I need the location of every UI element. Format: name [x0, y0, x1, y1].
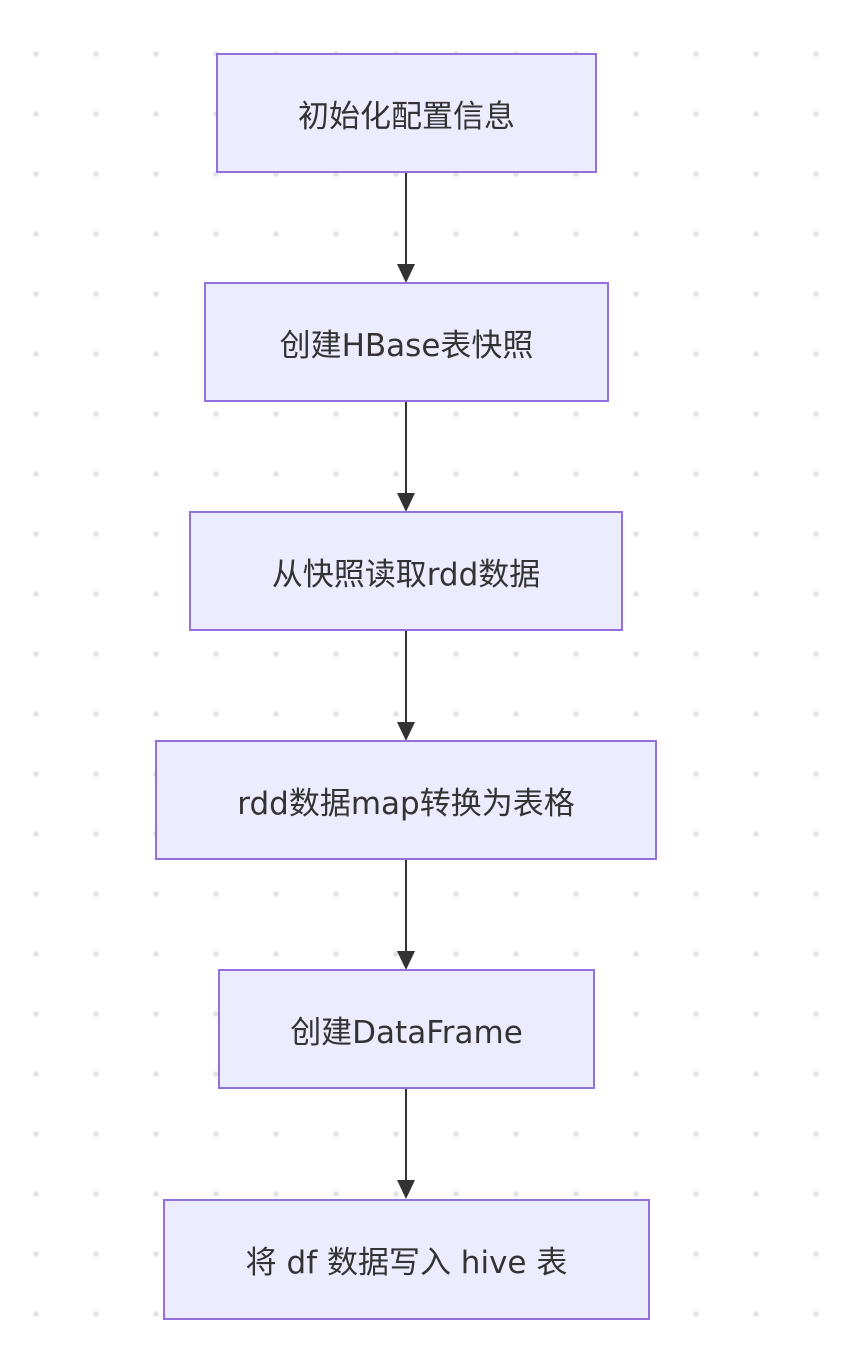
arrow-read-rdd-to-map — [397, 631, 415, 741]
step-read-rdd-from-snapshot-label: 从快照读取rdd数据 — [271, 556, 541, 593]
arrow-init-to-snapshot — [397, 173, 415, 283]
step-write-to-hive-label: 将 df 数据写入 hive 表 — [245, 1245, 568, 1281]
step-create-hbase-snapshot-label: 创建HBase表快照 — [279, 327, 534, 364]
step-create-dataframe: 创建DataFrame — [218, 969, 595, 1089]
arrow-map-to-dataframe — [397, 860, 415, 970]
step-init-config: 初始化配置信息 — [216, 53, 597, 173]
step-create-dataframe-label: 创建DataFrame — [290, 1014, 523, 1051]
step-create-hbase-snapshot: 创建HBase表快照 — [204, 282, 609, 402]
arrow-dataframe-to-hive — [397, 1089, 415, 1199]
step-read-rdd-from-snapshot: 从快照读取rdd数据 — [189, 511, 623, 631]
step-map-rdd-to-table-label: rdd数据map转换为表格 — [237, 785, 575, 822]
step-write-to-hive: 将 df 数据写入 hive 表 — [163, 1199, 650, 1320]
step-init-config-label: 初始化配置信息 — [298, 98, 515, 135]
arrow-snapshot-to-read-rdd — [397, 402, 415, 512]
step-map-rdd-to-table: rdd数据map转换为表格 — [155, 740, 657, 860]
